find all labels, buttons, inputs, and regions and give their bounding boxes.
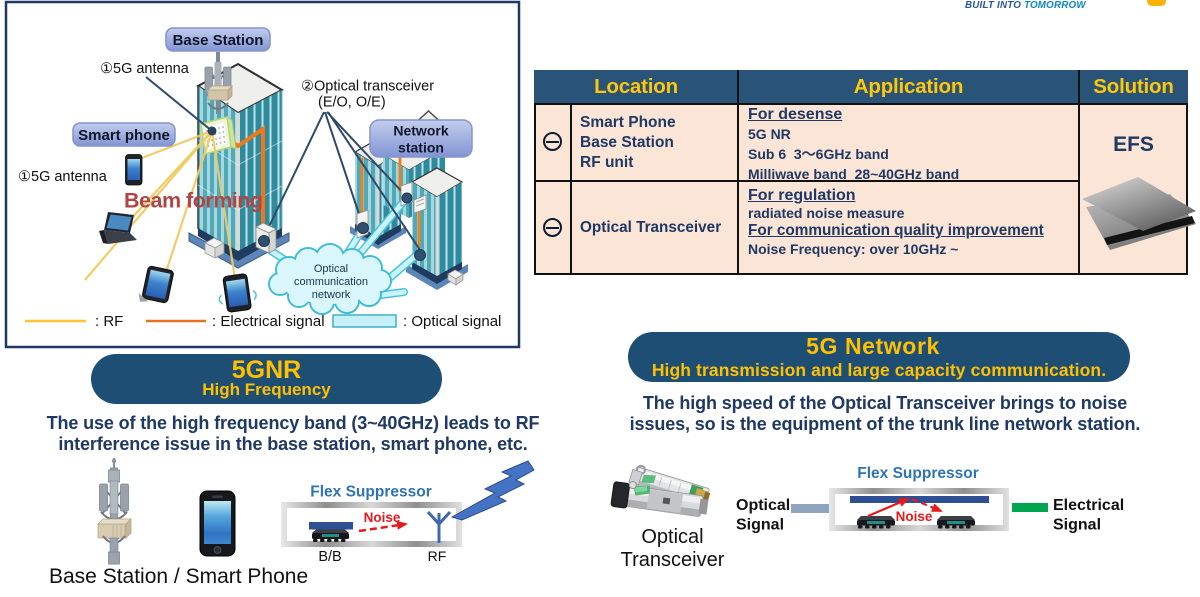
svg-text:(E/O, O/E): (E/O, O/E) <box>318 95 386 111</box>
svg-text:Signal: Signal <box>1053 517 1101 534</box>
svg-text:Noise: Noise <box>364 510 401 525</box>
svg-text:network: network <box>312 289 351 301</box>
svg-text:①5G antenna: ①5G antenna <box>100 61 190 77</box>
svg-text:Flex Suppressor: Flex Suppressor <box>310 484 431 501</box>
svg-text:①5G antenna: ①5G antenna <box>18 169 108 185</box>
svg-text:: RF: : RF <box>95 313 123 330</box>
svg-text:station: station <box>398 140 444 156</box>
svg-text:Signal: Signal <box>736 517 784 534</box>
svg-text:Noise: Noise <box>896 509 933 524</box>
svg-text:RF: RF <box>428 548 447 564</box>
svg-text:Optical: Optical <box>736 497 790 514</box>
svg-text:Beam forming: Beam forming <box>124 189 263 213</box>
svg-text:Smart phone: Smart phone <box>78 127 170 144</box>
svg-text:Network: Network <box>393 123 448 139</box>
svg-text:Electrical: Electrical <box>1053 497 1124 514</box>
svg-text:Base Station: Base Station <box>173 32 264 49</box>
svg-text:②Optical transceiver: ②Optical transceiver <box>301 79 434 95</box>
svg-text:: Electrical signal: : Electrical signal <box>212 313 325 330</box>
svg-text:: Optical signal: : Optical signal <box>403 313 501 330</box>
svg-text:communication: communication <box>294 276 368 288</box>
svg-text:Flex Suppressor: Flex Suppressor <box>857 465 978 482</box>
svg-text:Optical: Optical <box>314 263 348 275</box>
svg-text:B/B: B/B <box>318 549 341 565</box>
